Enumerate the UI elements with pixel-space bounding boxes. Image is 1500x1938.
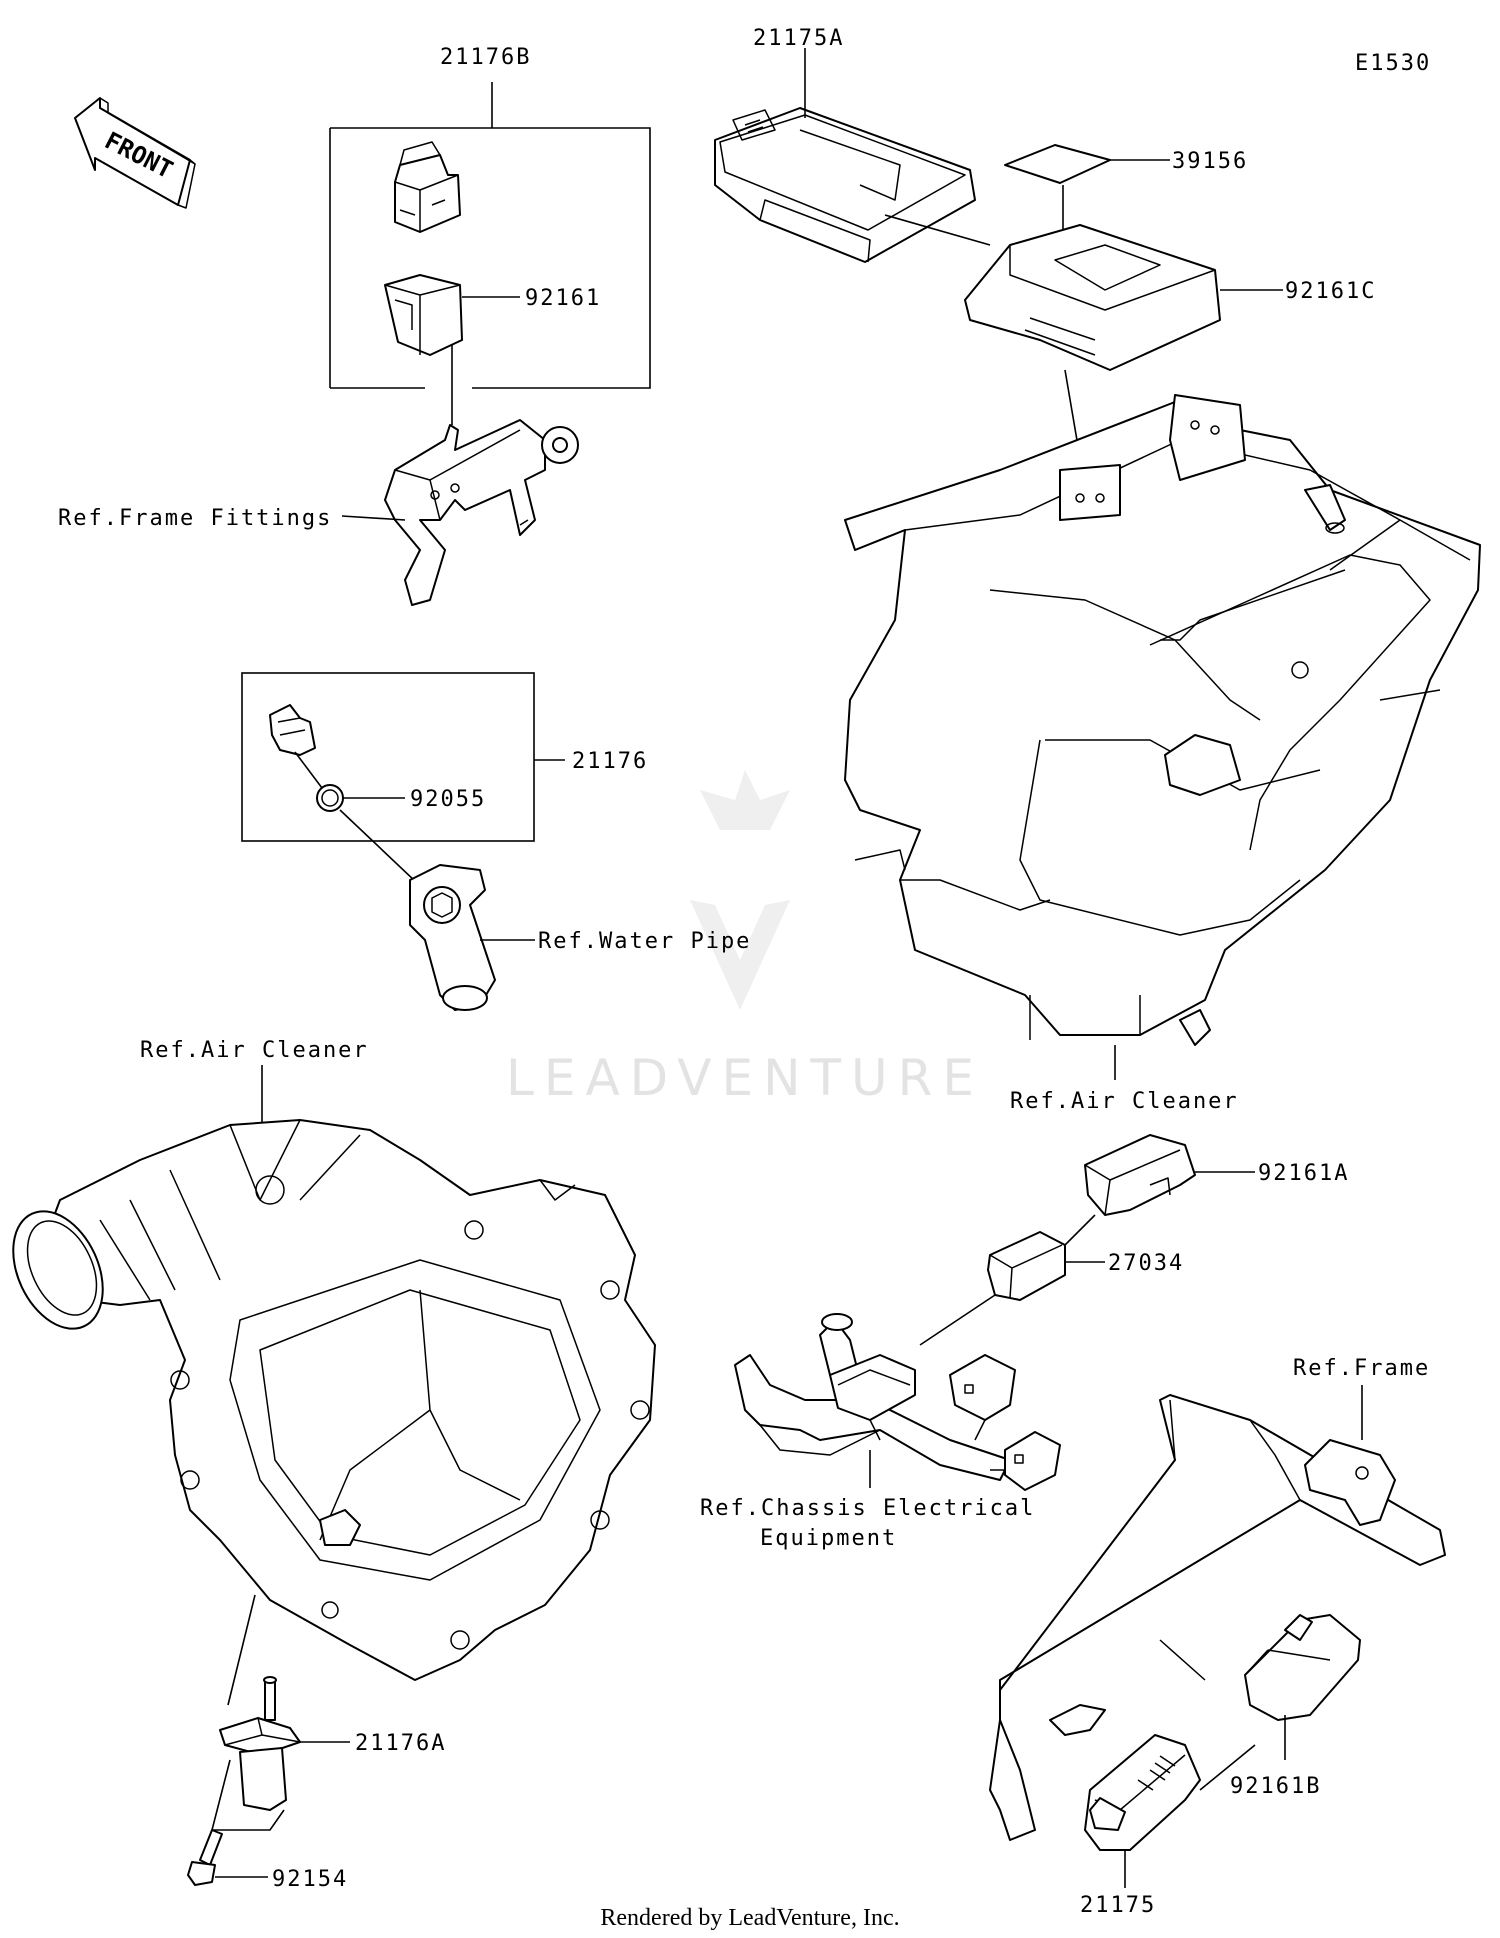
bolt-92154-icon [187, 1829, 223, 1886]
label-92161A: 92161A [1258, 1161, 1349, 1186]
frame-fittings-bracket-icon [384, 419, 579, 606]
cover-92161B-icon [1244, 1614, 1361, 1721]
label-ref-chassis-line1: Ref.Chassis Electrical [700, 1496, 1035, 1521]
pad-39156-icon [1004, 144, 1111, 184]
label-92161B: 92161B [1230, 1774, 1321, 1799]
sensor-21176A-icon [219, 1676, 301, 1811]
label-ref-frame: Ref.Frame [1293, 1356, 1430, 1381]
label-92055: 92055 [410, 787, 486, 812]
label-21175A: 21175A [753, 26, 844, 51]
air-cleaner-housing-left-icon [12, 1119, 656, 1681]
part-21176-group [241, 672, 565, 901]
label-21176A: 21176A [355, 1731, 446, 1756]
label-39156: 39156 [1172, 149, 1248, 174]
credit-text: Rendered by LeadVenture, Inc. [600, 1905, 899, 1931]
label-21175: 21175 [1080, 1893, 1156, 1918]
label-92161: 92161 [525, 286, 601, 311]
water-pipe-fitting-icon [409, 864, 496, 1011]
sensor-21176-icon [269, 704, 316, 756]
label-ref-water-pipe: Ref.Water Pipe [538, 929, 751, 954]
watermark-text: LEADVENTURE [506, 1049, 984, 1107]
air-cleaner-housing-right-icon [844, 394, 1481, 1046]
diagram-code: E1530 [1355, 51, 1431, 76]
label-ref-air-cleaner-left: Ref.Air Cleaner [140, 1038, 369, 1063]
label-27034: 27034 [1108, 1251, 1184, 1276]
label-21176B: 21176B [440, 45, 531, 70]
cover-92161A-icon [1084, 1134, 1196, 1216]
part-21176B-group [329, 82, 651, 425]
wiring-harness-icon [734, 1313, 1061, 1491]
case-92161C-icon [964, 224, 1221, 371]
washer-92055-icon [316, 784, 344, 812]
frame-tube-icon [989, 1394, 1446, 1841]
label-ref-frame-fittings: Ref.Frame Fittings [58, 506, 332, 531]
cover-92161-icon [384, 274, 463, 356]
ecu-21175A-icon [714, 107, 976, 263]
front-arrow-icon: FRONT [74, 97, 196, 209]
watermark-logo [690, 770, 790, 1010]
label-21176: 21176 [572, 749, 648, 774]
label-ref-chassis-line2: Equipment [760, 1526, 897, 1551]
connector-icon [394, 141, 461, 233]
sensor-21175-icon [1084, 1734, 1201, 1851]
label-ref-air-cleaner-right: Ref.Air Cleaner [1010, 1089, 1239, 1114]
label-92154: 92154 [272, 1867, 348, 1892]
label-92161C: 92161C [1285, 279, 1376, 304]
connector-27034-icon [987, 1231, 1066, 1301]
